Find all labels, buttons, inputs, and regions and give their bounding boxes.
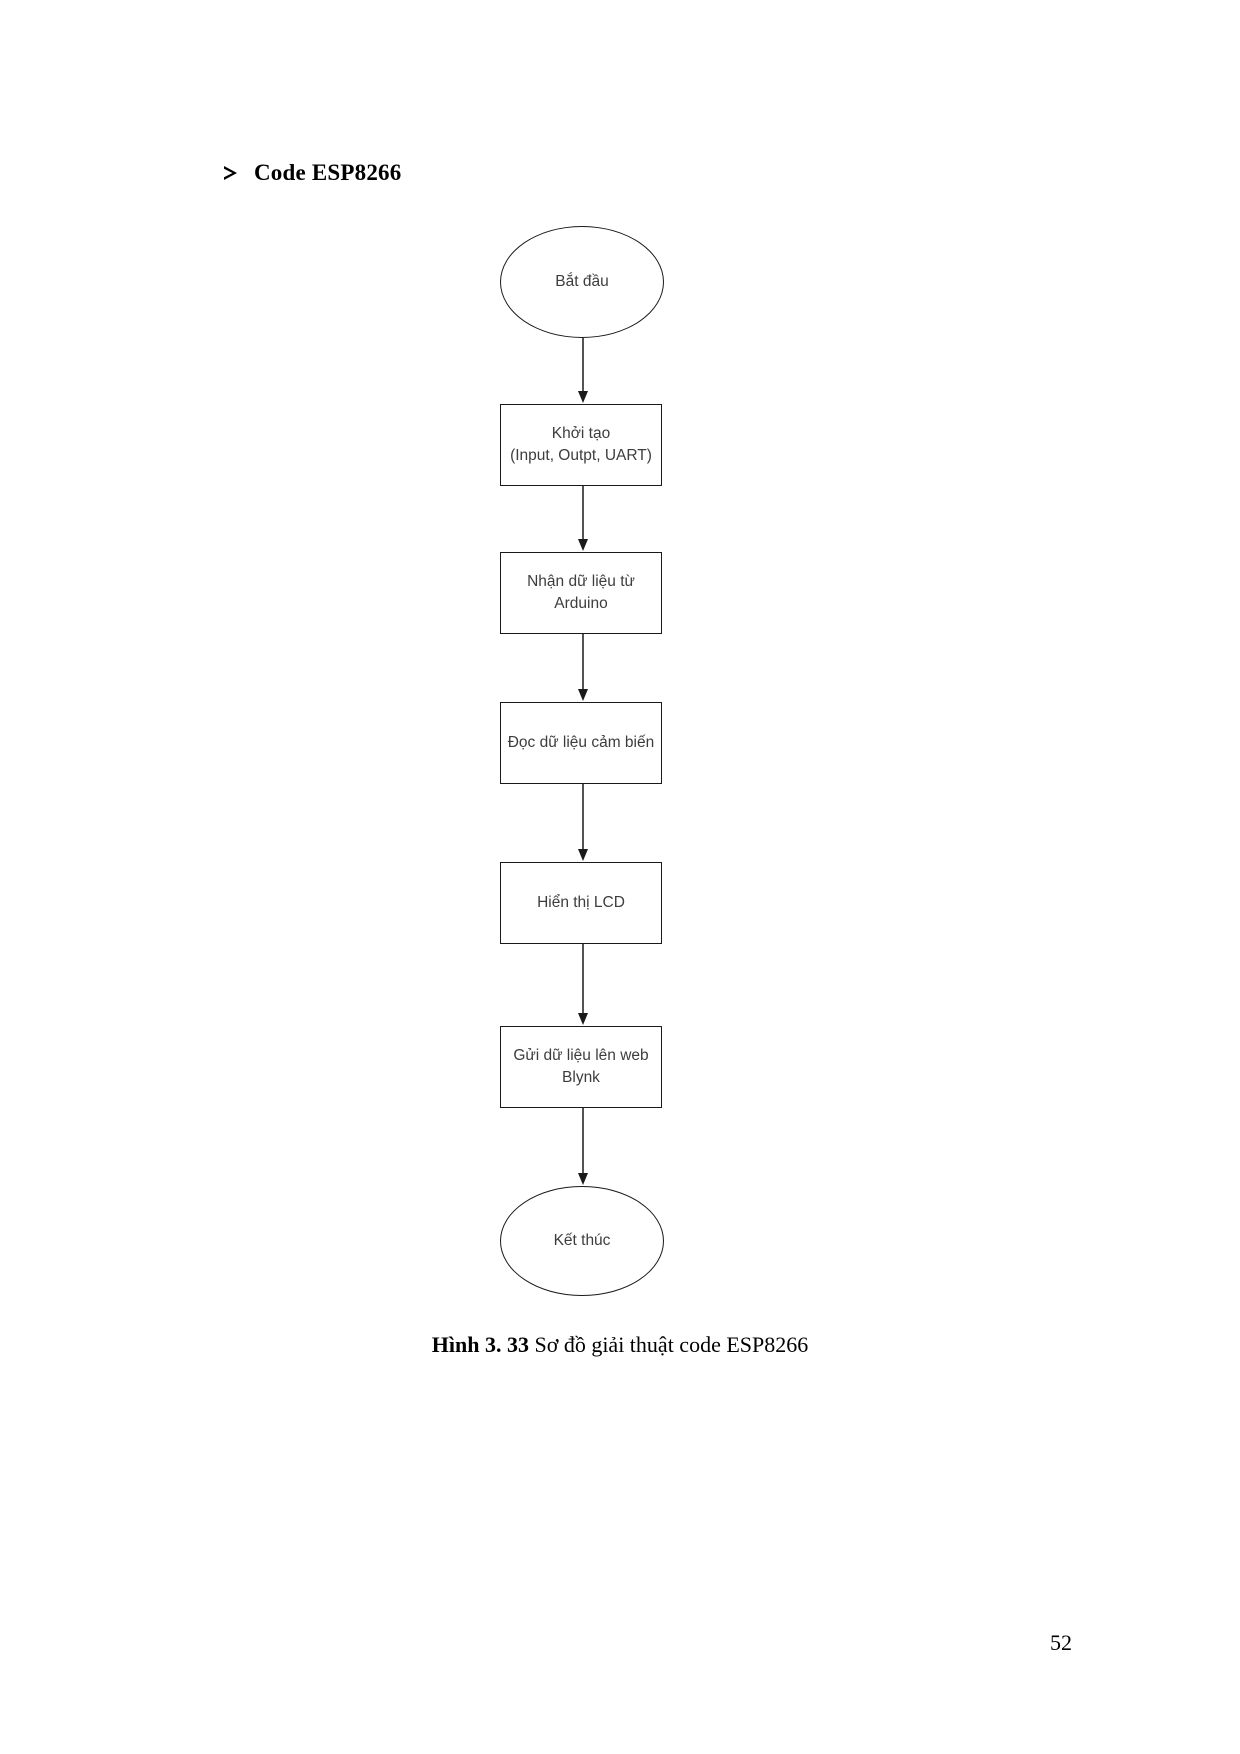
figure-caption: Hình 3. 33 Sơ đồ giải thuật code ESP8266 xyxy=(0,1332,1240,1358)
flow-connector-init-receive xyxy=(575,486,591,552)
figure-caption-text: Sơ đồ giải thuật code ESP8266 xyxy=(528,1332,809,1357)
flow-node-display-lcd[interactable]: Hiển thị LCD xyxy=(500,862,662,944)
flow-connector-send-end xyxy=(575,1108,591,1186)
flow-node-end[interactable]: Kết thúc xyxy=(500,1186,664,1296)
flow-node-label: Gửi dữ liệu lên web Blynk xyxy=(513,1046,649,1086)
figure-caption-number: Hình 3. 33 xyxy=(431,1332,529,1357)
flow-connector-start-init xyxy=(575,338,591,404)
flow-node-init[interactable]: Khởi tạo (Input, Outpt, UART) xyxy=(500,404,662,486)
flow-node-label: Hiển thị LCD xyxy=(537,893,625,911)
flow-node-label: Bắt đầu xyxy=(555,272,609,290)
flow-node-label: Khởi tạo (Input, Outpt, UART) xyxy=(510,424,652,464)
section-heading-text: Code ESP8266 xyxy=(254,160,402,185)
flow-node-send-blynk[interactable]: Gửi dữ liệu lên web Blynk xyxy=(500,1026,662,1108)
flow-node-label: Đọc dữ liệu cảm biến xyxy=(507,733,655,751)
flow-connector-display-send xyxy=(575,944,591,1026)
page-number: 52 xyxy=(1050,1630,1072,1655)
flow-node-read-sensor[interactable]: Đọc dữ liệu cảm biến xyxy=(500,702,662,784)
flow-connector-read-display xyxy=(575,784,591,862)
flow-node-label: Kết thúc xyxy=(553,1231,611,1249)
flow-node-label: Nhận dữ liệu từ Arduino xyxy=(527,572,635,612)
flow-connector-receive-read xyxy=(575,634,591,702)
flow-node-receive-data[interactable]: Nhận dữ liệu từ Arduino xyxy=(500,552,662,634)
arrow-bullet-icon xyxy=(222,163,240,183)
section-heading: Code ESP8266 xyxy=(222,160,401,186)
flow-node-start[interactable]: Bắt đầu xyxy=(500,226,664,338)
